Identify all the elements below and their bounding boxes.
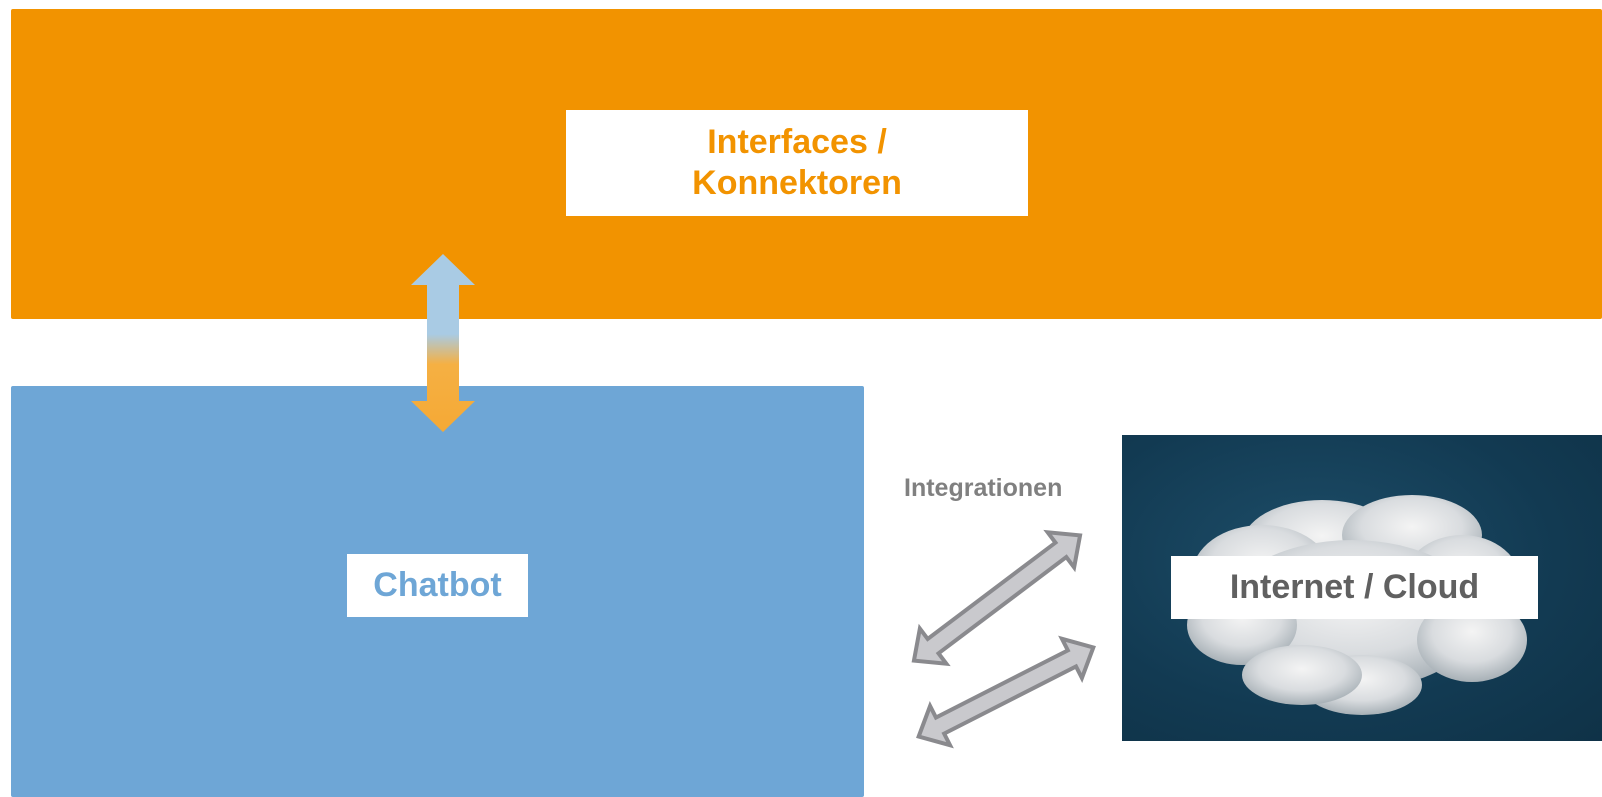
integration-arrow-lower-icon [916,635,1096,749]
integrations-label: Integrationen [904,474,1063,502]
chatbot-label: Chatbot [373,566,502,604]
cloud-label-box: Internet / Cloud [1171,556,1538,619]
interfaces-label-line2: Konnektoren [692,164,902,202]
interfaces-label-line1: Interfaces / [707,123,887,161]
chatbot-label-box: Chatbot [347,554,528,617]
integration-arrow-upper-icon [911,529,1083,667]
cloud-label: Internet / Cloud [1229,568,1480,606]
interfaces-label-box: Interfaces / Konnektoren [566,110,1028,216]
chatbot-interfaces-arrow-icon [411,254,475,432]
